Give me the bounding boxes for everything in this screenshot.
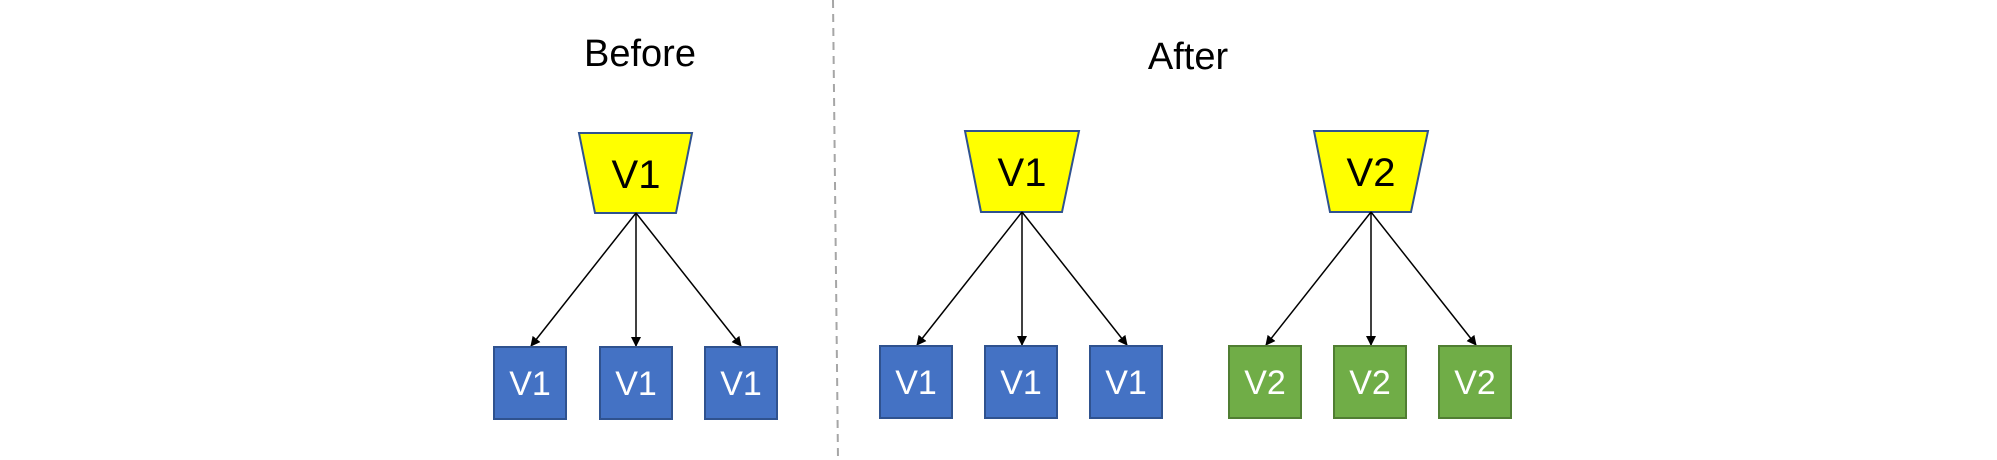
before-child-node-1 [493,346,567,420]
after-v1-parent-node [963,130,1081,213]
before-child-label-1: V1 [509,365,551,403]
after-v1-child-label-1: V1 [895,364,937,402]
after-tree-v2: V2 V2 V2 V2 [1228,130,1512,419]
after-v1-child-label-2: V1 [1000,364,1042,402]
before-tree: V1 V1 V1 V1 [493,132,778,420]
after-v1-arrow-1 [916,211,1023,346]
after-v2-child-node-1 [1228,345,1302,419]
before-child-label-3: V1 [720,365,762,403]
after-tree-v1: V1 V1 V1 V1 [879,130,1163,419]
after-v1-child-label-3: V1 [1105,364,1147,402]
after-v1-arrow-3 [1021,211,1128,346]
after-v2-parent-node [1312,130,1430,213]
after-v2-child-label-2: V2 [1349,364,1391,402]
before-child-node-3 [704,346,778,420]
after-v1-parent-label: V1 [998,151,1047,195]
before-child-node-2 [599,346,673,420]
before-arrow-3 [635,212,742,347]
after-v1-child-node-1 [879,345,953,419]
before-arrow-1 [530,212,637,347]
after-v2-arrow-1 [1265,211,1372,346]
after-v2-arrow-3 [1370,211,1477,346]
after-title: After [1148,36,1229,78]
after-v2-child-label-1: V2 [1244,364,1286,402]
after-v2-parent-label: V2 [1347,151,1396,195]
after-v1-child-node-3 [1089,345,1163,419]
after-v2-child-label-3: V2 [1454,364,1496,402]
before-parent-label: V1 [612,153,661,197]
after-v2-child-node-3 [1438,345,1512,419]
before-child-label-2: V1 [615,365,657,403]
before-parent-node [577,132,694,214]
panel-divider [832,0,839,460]
after-v1-child-node-2 [984,345,1058,419]
after-v2-child-node-2 [1333,345,1407,419]
before-title: Before [584,33,696,75]
